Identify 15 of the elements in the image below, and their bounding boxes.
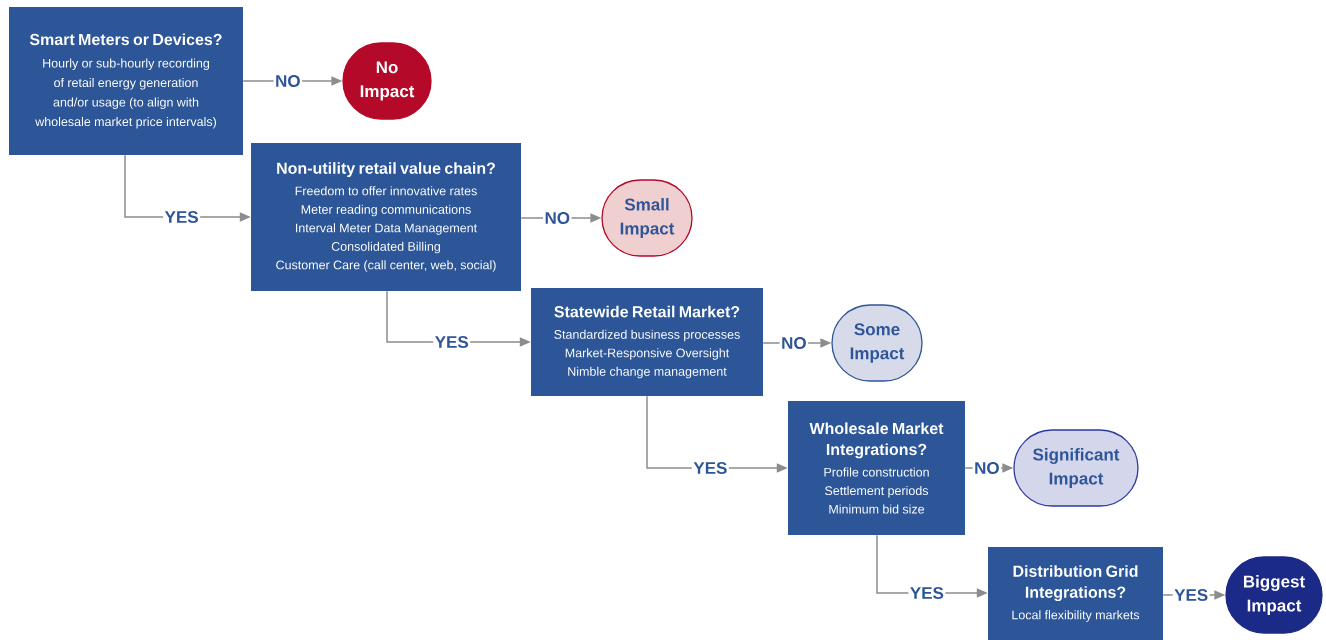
edge-label: YES: [433, 334, 471, 350]
question-box: Distribution Grid Integrations? Local flexibility markets: [988, 547, 1163, 640]
outcome-oval: Biggest Impact: [1225, 556, 1323, 634]
edge-label: YES: [1172, 587, 1210, 603]
question-box: Statewide Retail Market? Standardized business processes Market-Responsive Oversight Nimble change management: [531, 288, 763, 396]
edge-label: NO: [273, 73, 303, 89]
edge-label: YES: [163, 209, 201, 225]
edge-label: YES: [908, 585, 946, 601]
edge-label: NO: [779, 335, 809, 351]
edge-label: NO: [972, 460, 1002, 476]
question-box: Smart Meters or Devices? Hourly or sub-hourly recording of retail energy generation and/or usage (to align with wholesale market price intervals): [9, 7, 243, 155]
edge-label: NO: [543, 210, 572, 226]
question-box: Non-utility retail value chain? Freedom to offer innovative rates Meter reading communications Interval Meter Data Management Consolidated Billing Customer Care (call center, web, social): [251, 143, 521, 291]
edge-label: YES: [691, 460, 729, 476]
question-box: Wholesale Market Integrations? Profile construction Settlement periods Minimum bid size: [788, 401, 965, 535]
